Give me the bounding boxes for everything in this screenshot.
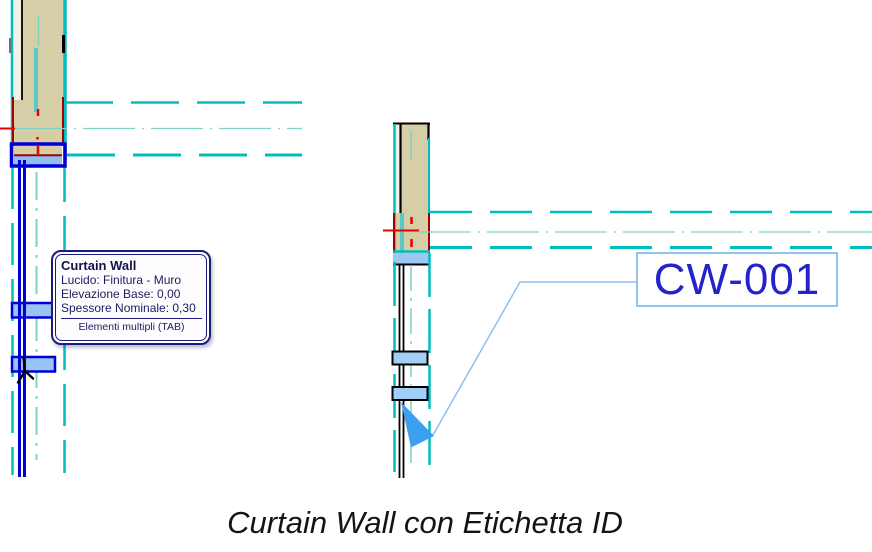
wall-plaster-layer <box>395 123 399 213</box>
sill-band[interactable] <box>393 250 430 266</box>
band-fill <box>393 253 430 264</box>
info-tag-tooltip: Curtain Wall Lucido: Finitura - Muro Ele… <box>51 250 211 345</box>
tooltip-line-base-elevation: Elevazione Base: 0,00 <box>61 287 181 301</box>
right-view <box>383 122 872 478</box>
tooltip-title: Curtain Wall <box>61 258 137 273</box>
selected-element-box[interactable] <box>9 142 67 168</box>
transom[interactable] <box>391 386 429 401</box>
curtain-wall-frame-selected[interactable] <box>18 160 26 477</box>
wall-core-fill <box>21 0 64 100</box>
label-leader-line[interactable] <box>432 281 637 436</box>
id-label[interactable]: CW-001 <box>636 252 838 307</box>
tooltip-separator <box>61 318 202 319</box>
info-tag-body: Curtain Wall Lucido: Finitura - Muro Ele… <box>55 254 207 341</box>
left-view <box>0 0 302 477</box>
tooltip-line-layer: Lucido: Finitura - Muro <box>61 273 182 287</box>
wall-plaster-layer <box>13 0 22 100</box>
id-label-text: CW-001 <box>653 254 821 304</box>
curtain-wall-frame[interactable] <box>398 265 405 478</box>
leader-arrowhead-icon <box>401 402 434 448</box>
transom[interactable] <box>391 350 429 366</box>
left-wall-section[interactable] <box>9 0 67 167</box>
mercedes-cursor-icon <box>16 356 35 384</box>
tooltip-footer: Elementi multipli (TAB) <box>78 321 185 333</box>
tooltip-line-nominal-thickness: Spessore Nominale: 0,30 <box>61 301 196 315</box>
selection-fill <box>14 155 62 165</box>
figure-caption: Curtain Wall con Etichetta ID <box>227 505 623 540</box>
right-wall-section[interactable] <box>393 122 430 256</box>
